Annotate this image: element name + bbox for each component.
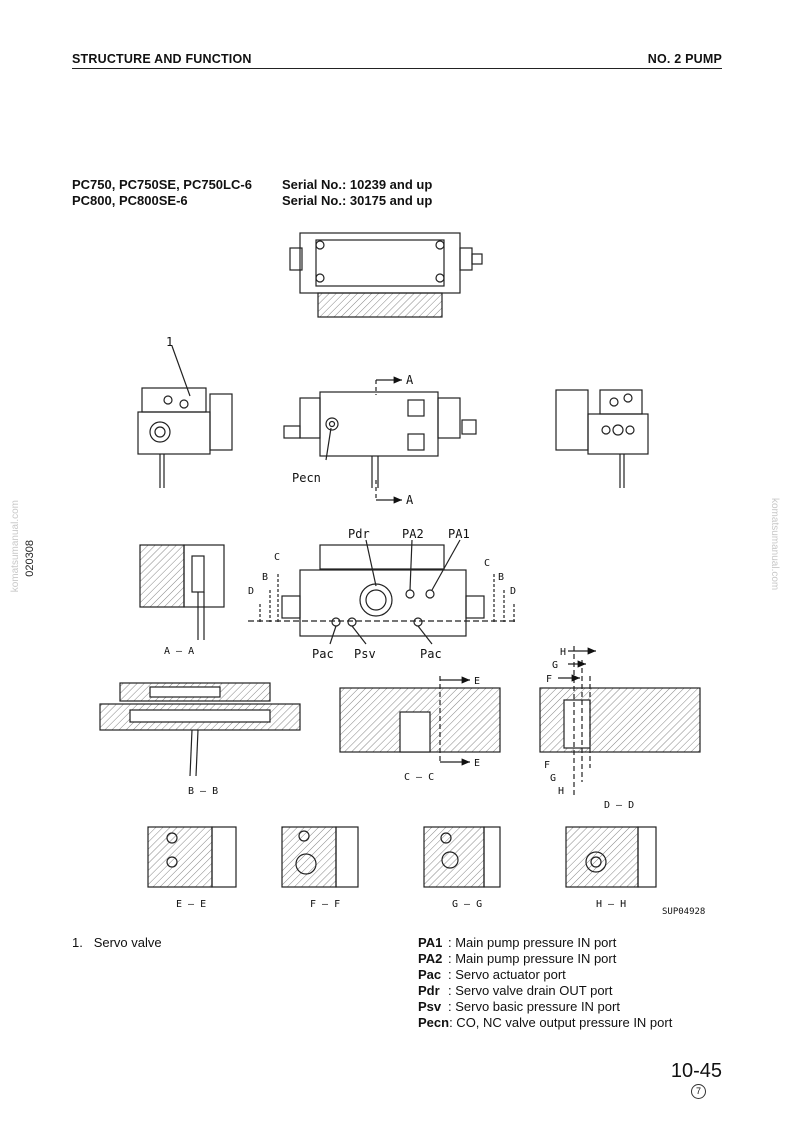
section-h-h xyxy=(565,826,657,888)
section-label-f-f: F – F xyxy=(310,899,340,910)
legend-port-key: PA2 xyxy=(418,951,443,966)
cut-label-f-top: F xyxy=(546,674,552,685)
section-d-d xyxy=(539,646,701,796)
model-row: PC800, PC800SE-6 Serial No.: 30175 and u… xyxy=(72,193,432,209)
legend-port-key: Pdr xyxy=(418,983,440,998)
cut-label-e-bottom: E xyxy=(474,758,480,769)
legend-part-number: 1. xyxy=(72,935,83,950)
cut-label-f-bottom: F xyxy=(544,760,550,771)
section-label-g-g: G – G xyxy=(452,899,482,910)
legend-part-name: Servo valve xyxy=(93,935,162,950)
port-label-pac-left: Pac xyxy=(312,647,334,661)
legend-port-row: Pecn: CO, NC valve output pressure IN po… xyxy=(418,1015,672,1031)
callout-1: 1 xyxy=(166,335,173,349)
legend-port-row: Pdr : Servo valve drain OUT port xyxy=(418,983,672,999)
cut-label-b-left: B xyxy=(262,572,268,583)
header-rule xyxy=(72,68,722,69)
port-label-pdr: Pdr xyxy=(348,527,370,541)
cut-label-h-bottom: H xyxy=(558,786,564,797)
section-g-g xyxy=(423,826,501,888)
cut-label-d-left: D xyxy=(248,586,254,597)
section-e-e xyxy=(147,826,237,888)
cut-label-a-top: A xyxy=(406,373,414,387)
cut-label-e-top: E xyxy=(474,676,480,687)
model-name: PC800, PC800SE-6 xyxy=(72,193,188,208)
top-view xyxy=(289,232,483,318)
component-title: NO. 2 PUMP xyxy=(647,52,722,66)
section-label-h-h: H – H xyxy=(596,899,626,910)
cut-label-h-top: H xyxy=(560,647,566,658)
section-c-c xyxy=(339,676,501,766)
section-label-a-a: A – A xyxy=(164,646,194,657)
section-label-b-b: B – B xyxy=(188,786,218,797)
legend-port-list: PA1 : Main pump pressure IN port PA2 : Mai… xyxy=(418,935,672,1031)
cut-label-g-top: G xyxy=(552,660,558,671)
legend-port-key: Pecn xyxy=(418,1015,450,1030)
legend-port-row: PA2 : Main pump pressure IN port xyxy=(418,951,672,967)
section-title: STRUCTURE AND FUNCTION xyxy=(72,52,252,66)
watermark-right: komatsumanual.com xyxy=(769,498,780,591)
right-end-view xyxy=(555,389,649,488)
cut-label-c-right: C xyxy=(484,558,490,569)
port-label-pecn: Pecn xyxy=(292,471,321,485)
model-serial-block: PC750, PC750SE, PC750LC-6 Serial No.: 10… xyxy=(72,177,432,209)
port-label-pa2: PA2 xyxy=(402,527,424,541)
legend-port-key: Pac xyxy=(418,967,442,982)
cut-label-a-bottom: A xyxy=(406,493,414,507)
section-label-e-e: E – E xyxy=(176,899,206,910)
legend-port-key: Psv xyxy=(418,999,442,1014)
legend-port-row: PA1 : Main pump pressure IN port xyxy=(418,935,672,951)
serial-number: Serial No.: 30175 and up xyxy=(282,193,433,208)
legend-port-text: : Main pump pressure IN port xyxy=(448,935,617,950)
model-row: PC750, PC750SE, PC750LC-6 Serial No.: 10… xyxy=(72,177,432,193)
cut-label-d-right: D xyxy=(510,586,516,597)
left-end-view xyxy=(137,387,233,488)
section-label-c-c: C – C xyxy=(404,772,434,783)
port-label-pac-right: Pac xyxy=(420,647,442,661)
legend-port-text: : Servo valve drain OUT port xyxy=(448,983,613,998)
section-a-a xyxy=(139,544,225,640)
figure-code: SUP04928 xyxy=(662,907,706,917)
cut-label-g-bottom: G xyxy=(550,773,556,784)
section-f-f xyxy=(281,826,359,888)
section-b-b xyxy=(99,682,301,777)
port-label-psv: Psv xyxy=(354,647,376,661)
plan-view xyxy=(248,539,518,645)
legend-port-text: : Servo basic pressure IN port xyxy=(448,999,620,1014)
cut-label-c-left: C xyxy=(274,552,280,563)
legend-port-text: : Main pump pressure IN port xyxy=(448,951,617,966)
legend-port-row: Psv : Servo basic pressure IN port xyxy=(418,999,672,1015)
serial-number: Serial No.: 10239 and up xyxy=(282,177,433,192)
legend-part-list: 1. Servo valve xyxy=(72,935,162,950)
legend-port-text: : Servo actuator port xyxy=(448,967,566,982)
legend-port-text: : CO, NC valve output pressure IN port xyxy=(449,1015,673,1030)
legend-port-row: Pac : Servo actuator port xyxy=(418,967,672,983)
port-label-pa1: PA1 xyxy=(448,527,470,541)
section-label-d-d: D – D xyxy=(604,800,634,811)
legend-port-key: PA1 xyxy=(418,935,443,950)
model-name: PC750, PC750SE, PC750LC-6 xyxy=(72,177,252,192)
page-number: 10-45 xyxy=(670,1060,722,1082)
cut-label-b-right: B xyxy=(498,572,504,583)
front-view xyxy=(283,376,477,504)
revision-mark: 7 xyxy=(691,1084,706,1099)
